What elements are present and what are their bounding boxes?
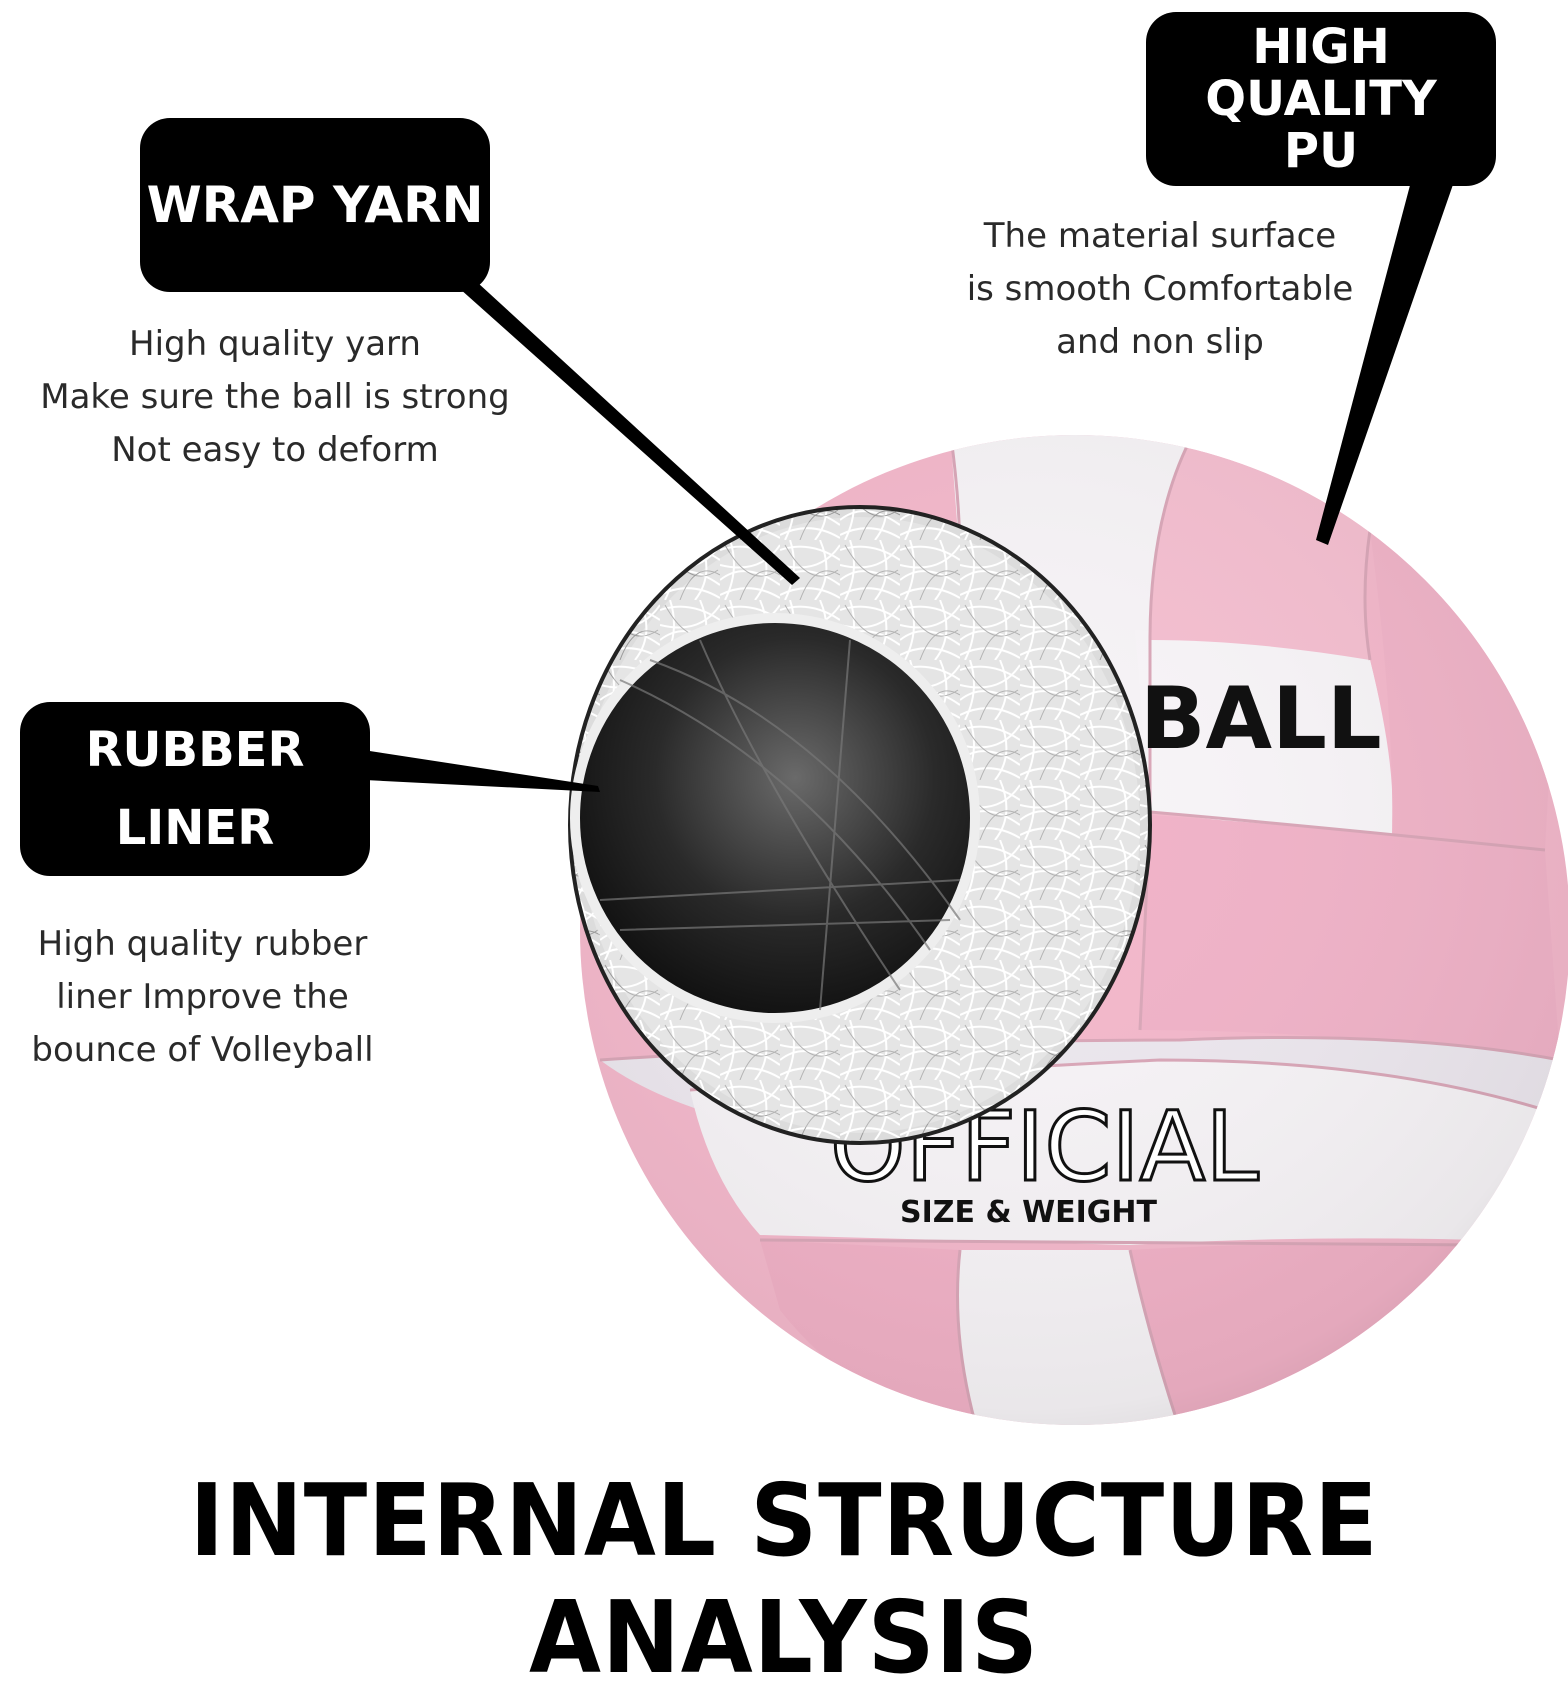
ball-print-brand: BALL bbox=[1140, 669, 1382, 769]
page-title: INTERNAL STRUCTURE ANALYSIS bbox=[189, 1462, 1379, 1696]
wrap-yarn-description: High quality yarn Make sure the ball is … bbox=[40, 324, 510, 470]
pointer-lines bbox=[350, 140, 1465, 792]
label-high-quality-pu: HIGH QUALITY PU bbox=[1146, 12, 1496, 186]
cutaway-layers bbox=[568, 505, 1152, 1145]
label-rubber-liner: RUBBER LINER bbox=[20, 702, 370, 876]
label-high-quality-pu-title: HIGH QUALITY PU bbox=[1205, 19, 1437, 179]
high-quality-pu-description: The material surface is smooth Comfortab… bbox=[966, 216, 1354, 362]
rubber-liner-description: High quality rubber liner Improve the bo… bbox=[31, 924, 374, 1070]
ball-print-size-weight: SIZE & WEIGHT bbox=[900, 1195, 1158, 1230]
label-wrap-yarn: WRAP YARN bbox=[140, 118, 490, 292]
label-wrap-yarn-title: WRAP YARN bbox=[146, 176, 484, 234]
rubber-liner-layer bbox=[570, 613, 980, 1023]
volleyball-illustration: BALL OFFICIAL SIZE & WEIGHT bbox=[350, 140, 1568, 1425]
label-rubber-liner-title: RUBBER LINER bbox=[85, 722, 305, 856]
